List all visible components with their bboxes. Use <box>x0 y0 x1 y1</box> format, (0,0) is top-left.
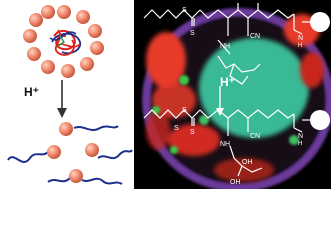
top-end-sphere <box>310 12 330 32</box>
top-polymer-structure <box>143 3 303 85</box>
cyano-bottom: CN <box>250 133 260 140</box>
micelle-corona <box>23 5 104 78</box>
acid-label-right: H⁺ <box>220 75 235 89</box>
oh-right: OH <box>242 159 253 166</box>
graphical-abstract: H⁺ <box>0 0 331 189</box>
s-top-1: S <box>190 30 195 37</box>
cell-nucleus <box>199 38 309 138</box>
released-polymer-chains <box>7 122 133 185</box>
micelle-schematic <box>7 5 133 185</box>
oh-left: OH <box>230 179 241 186</box>
cell-image-panel: S S CN NH N H <box>134 0 331 189</box>
micelle-core <box>49 29 82 56</box>
s-bottom-3: S <box>182 107 187 114</box>
s-bottom-2: S <box>190 129 195 136</box>
nh-right-top: N <box>298 35 303 42</box>
bottom-polymer-structure <box>143 109 303 177</box>
micelle-schematic-panel: H⁺ <box>0 0 134 189</box>
acid-arrow <box>57 80 67 118</box>
s-bottom-1: S <box>174 125 179 132</box>
s-top-2: S <box>182 7 187 14</box>
nh-bottom: NH <box>220 141 230 148</box>
cell-micrograph: S S CN NH N H <box>142 3 331 189</box>
bottom-end-sphere <box>310 110 330 130</box>
nh-right-top-h: H <box>298 43 302 49</box>
nh-right-bottom-h: H <box>298 141 302 147</box>
green-speckles <box>152 75 299 154</box>
cyano-top: CN <box>250 33 260 40</box>
acid-label: H⁺ <box>24 85 39 99</box>
nh-right-bottom: N <box>298 133 303 140</box>
red-fluorescence <box>146 14 324 182</box>
nh-top: NH <box>220 43 230 50</box>
